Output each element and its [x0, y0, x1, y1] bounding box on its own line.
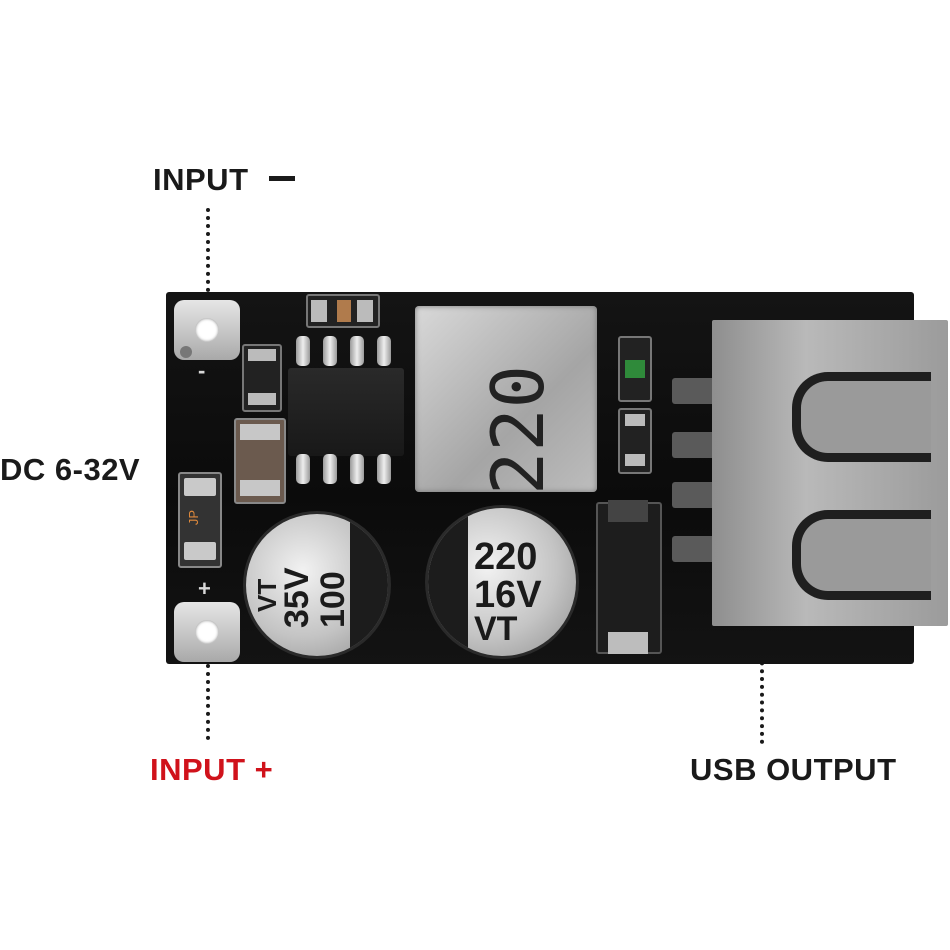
jp-jumper: JP: [178, 472, 222, 568]
ic-pin: [323, 454, 337, 484]
ic-pin: [296, 336, 310, 366]
electrolytic-capacitor-right: 220 16V VT: [428, 508, 576, 656]
cap-left-series: VT: [252, 578, 282, 612]
cap-right-value: 220: [474, 536, 538, 578]
silk-dot: [180, 346, 192, 358]
dc-range-label: DC 6-32V: [0, 452, 141, 487]
ic-pin: [323, 336, 337, 366]
cap-right-voltage: 16V: [474, 574, 542, 616]
usb-pin: [672, 536, 716, 562]
silk-plus: +: [198, 576, 211, 601]
inductor-marking: 220: [476, 364, 561, 496]
ic-pin: [350, 336, 364, 366]
led-indicator: [618, 336, 652, 402]
resistor-r1: [242, 344, 282, 412]
usb-pin: [672, 482, 716, 508]
buck-controller-ic: [288, 368, 404, 456]
usb-pin: [672, 378, 716, 404]
input-minus-label: INPUT: [153, 162, 249, 197]
cap-left-voltage: 35V: [278, 567, 316, 629]
input-plus-leader: [206, 640, 210, 740]
resistor-r2: [618, 408, 652, 474]
ic-pin: [296, 454, 310, 484]
power-inductor: 220: [415, 306, 597, 496]
jp-marking: JP: [186, 509, 202, 526]
usb-slot-bottom: [792, 510, 931, 600]
input-minus-leader: [206, 208, 210, 300]
schottky-diode: [596, 500, 662, 654]
ic-pin: [377, 336, 391, 366]
ic-pin: [350, 454, 364, 484]
input-plus-pad: [174, 602, 240, 662]
capacitor-c1: [234, 418, 286, 504]
input-plus-label: INPUT +: [150, 752, 274, 787]
silk-minus: -: [198, 358, 206, 383]
usb-slot-top: [792, 372, 931, 462]
cap-left-value: 100: [314, 571, 352, 628]
minus-sign-icon: [269, 176, 295, 181]
usb-a-port: [712, 320, 948, 626]
electrolytic-capacitor-left: 100 35V VT: [246, 514, 388, 656]
usb-output-label: USB OUTPUT: [690, 752, 897, 787]
top-resistor: [306, 294, 380, 328]
ic-pin: [377, 454, 391, 484]
cap-right-series: VT: [474, 610, 518, 648]
usb-pin: [672, 432, 716, 458]
